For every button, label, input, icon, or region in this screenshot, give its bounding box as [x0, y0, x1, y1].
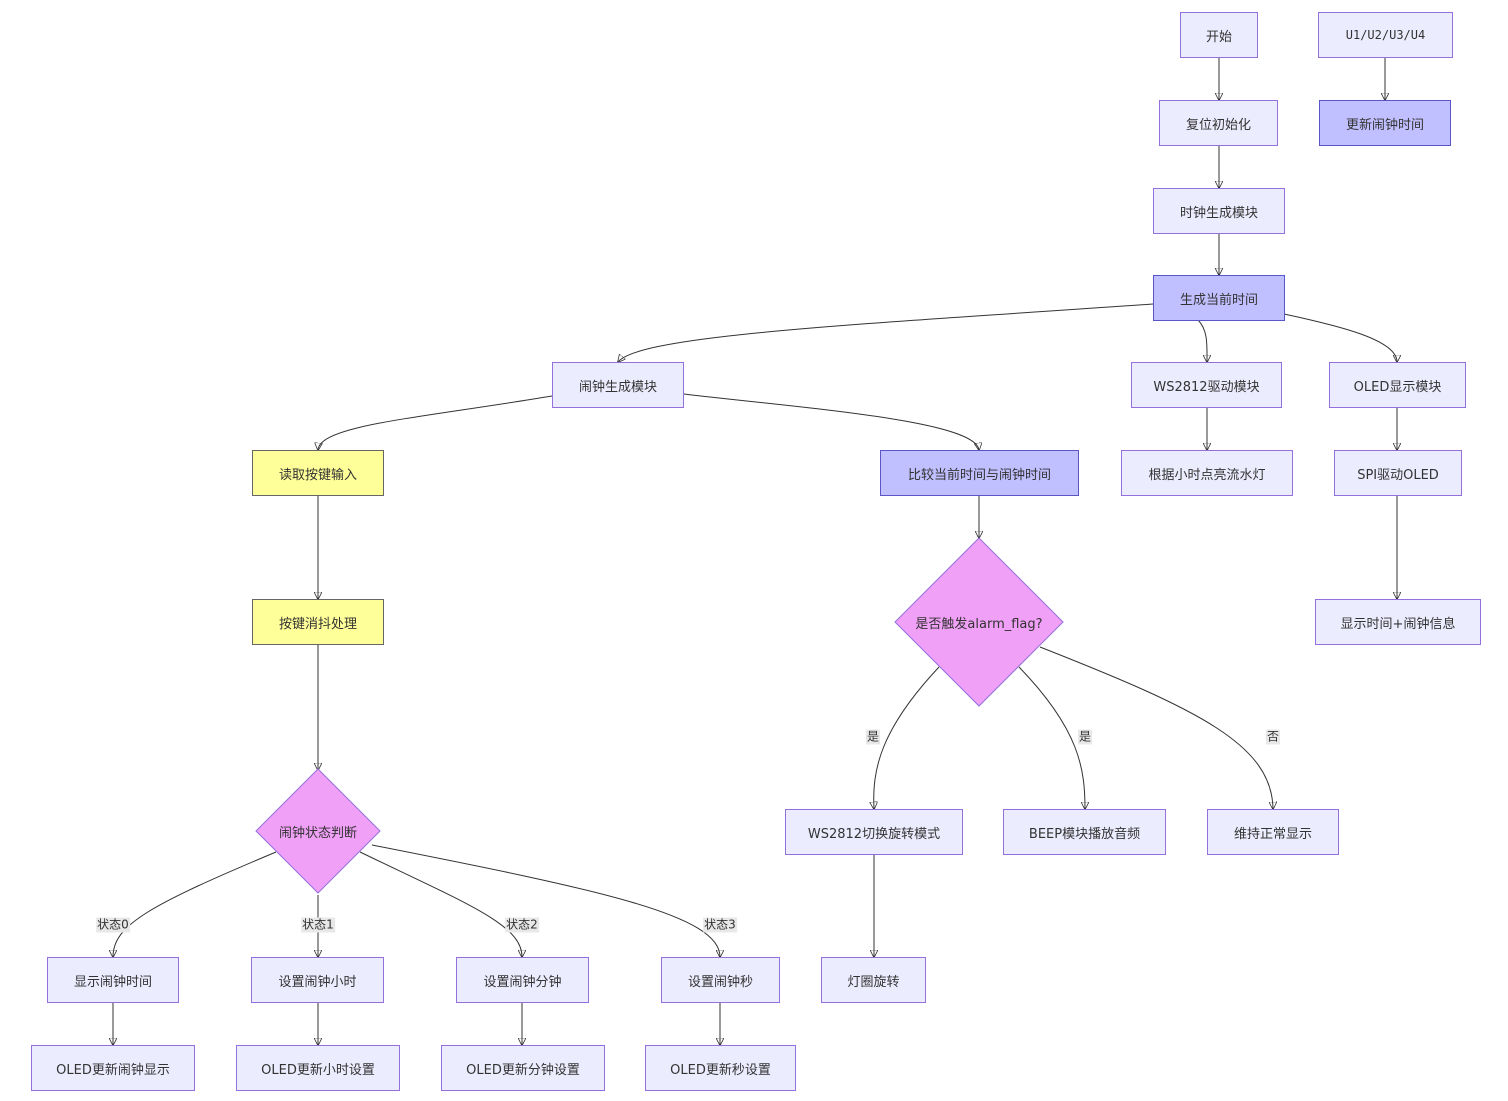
- edge-alarmflag-beep: [1018, 666, 1085, 809]
- ring-node: 灯圈旋转: [821, 957, 926, 1003]
- edge-label-yes-1: 是: [865, 729, 881, 745]
- edge-alarmgen-compare: [683, 393, 979, 450]
- edge-label-state-3: 状态3: [703, 917, 737, 933]
- oled-disp-node: OLED显示模块: [1329, 362, 1466, 408]
- reset-init-node: 复位初始化: [1159, 100, 1278, 146]
- compare-node: 比较当前时间与闹钟时间: [880, 450, 1079, 496]
- edge-alarmflag-wsrotate: [874, 666, 940, 809]
- oled-min-node: OLED更新分钟设置: [441, 1045, 605, 1091]
- edge-state-show: [113, 851, 277, 957]
- edge-gentime-alarmgen: [618, 303, 1154, 362]
- oled-sec-node: OLED更新秒设置: [645, 1045, 796, 1091]
- spi-oled-node: SPI驱动OLED: [1334, 450, 1462, 496]
- led-flow-node: 根据小时点亮流水灯: [1121, 450, 1293, 496]
- oled-alarm-node: OLED更新闹钟显示: [31, 1045, 195, 1091]
- edge-label-state-2: 状态2: [505, 917, 539, 933]
- edge-state-min: [359, 851, 522, 957]
- edge-alarmflag-normal: [1039, 646, 1273, 809]
- edge-label-yes-2: 是: [1077, 729, 1093, 745]
- gen-time-node: 生成当前时间: [1153, 275, 1285, 321]
- show-info-node: 显示时间+闹钟信息: [1315, 599, 1481, 645]
- set-sec-node: 设置闹钟秒: [661, 957, 780, 1003]
- set-hour-node: 设置闹钟小时: [251, 957, 384, 1003]
- alarm-flag-diamond: [894, 537, 1064, 707]
- edge-gentime-oled: [1283, 313, 1397, 362]
- edge-gentime-ws2812: [1197, 319, 1207, 362]
- edge-state-sec: [371, 844, 720, 957]
- debounce-node: 按键消抖处理: [252, 599, 384, 645]
- ws-rotate-node: WS2812切换旋转模式: [785, 809, 963, 855]
- beep-node: BEEP模块播放音频: [1003, 809, 1166, 855]
- edge-alarmgen-readkeys: [318, 395, 553, 450]
- show-alarm-node: 显示闹钟时间: [47, 957, 179, 1003]
- clock-gen-node: 时钟生成模块: [1153, 188, 1285, 234]
- edge-label-no: 否: [1265, 729, 1281, 745]
- start-node: 开始: [1180, 12, 1258, 58]
- edge-label-state-0: 状态0: [96, 917, 130, 933]
- alarm-gen-node: 闹钟生成模块: [552, 362, 684, 408]
- ws2812-drv-node: WS2812驱动模块: [1131, 362, 1282, 408]
- edge-label-state-1: 状态1: [301, 917, 335, 933]
- update-alarm-node: 更新闹钟时间: [1319, 100, 1451, 146]
- alarm-state-diamond: [255, 768, 381, 894]
- set-min-node: 设置闹钟分钟: [456, 957, 589, 1003]
- oled-hour-node: OLED更新小时设置: [236, 1045, 400, 1091]
- read-keys-node: 读取按键输入: [252, 450, 384, 496]
- normal-node: 维持正常显示: [1207, 809, 1339, 855]
- u-keys-node: U1/U2/U3/U4: [1318, 12, 1453, 58]
